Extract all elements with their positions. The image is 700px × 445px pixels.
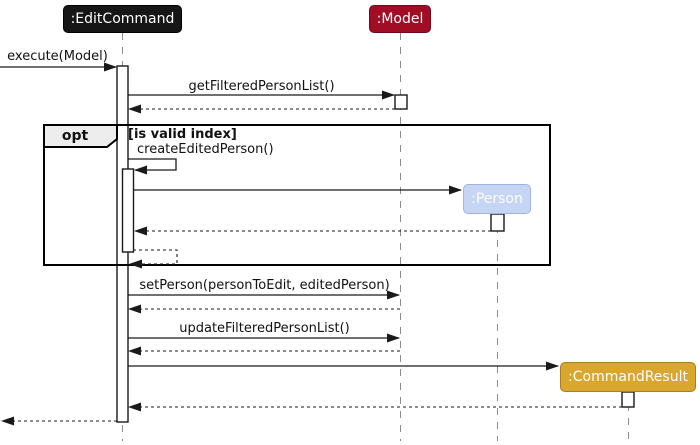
message-get-filtered-person-list: getFilteredPersonList() [188,79,335,94]
message-update-filtered-person-list: updateFilteredPersonList() [179,321,350,336]
arrow-create-edited-person-self [128,158,177,175]
opt-operator-label: opt [61,128,89,144]
arrow-return-create-edited-person-self [129,249,178,269]
activation-edit-command-nested [121,168,135,253]
opt-guard-label: [is valid index] [128,127,237,142]
opt-fragment-frame [43,124,551,266]
participant-model: :Model [369,5,431,33]
opt-fragment-label-pentagon [43,124,118,148]
message-set-person: setPerson(personToEdit, editedPerson) [139,278,390,293]
activation-model [394,94,408,110]
activation-person [490,213,505,232]
message-create-edited-person: createEditedPerson() [137,142,274,157]
message-execute: execute(Model) [7,49,108,64]
participant-person: :Person [463,184,531,214]
participant-command-result: :CommandResult [560,362,696,392]
activation-command-result [621,391,635,408]
participant-edit-command: :EditCommand [63,5,182,33]
